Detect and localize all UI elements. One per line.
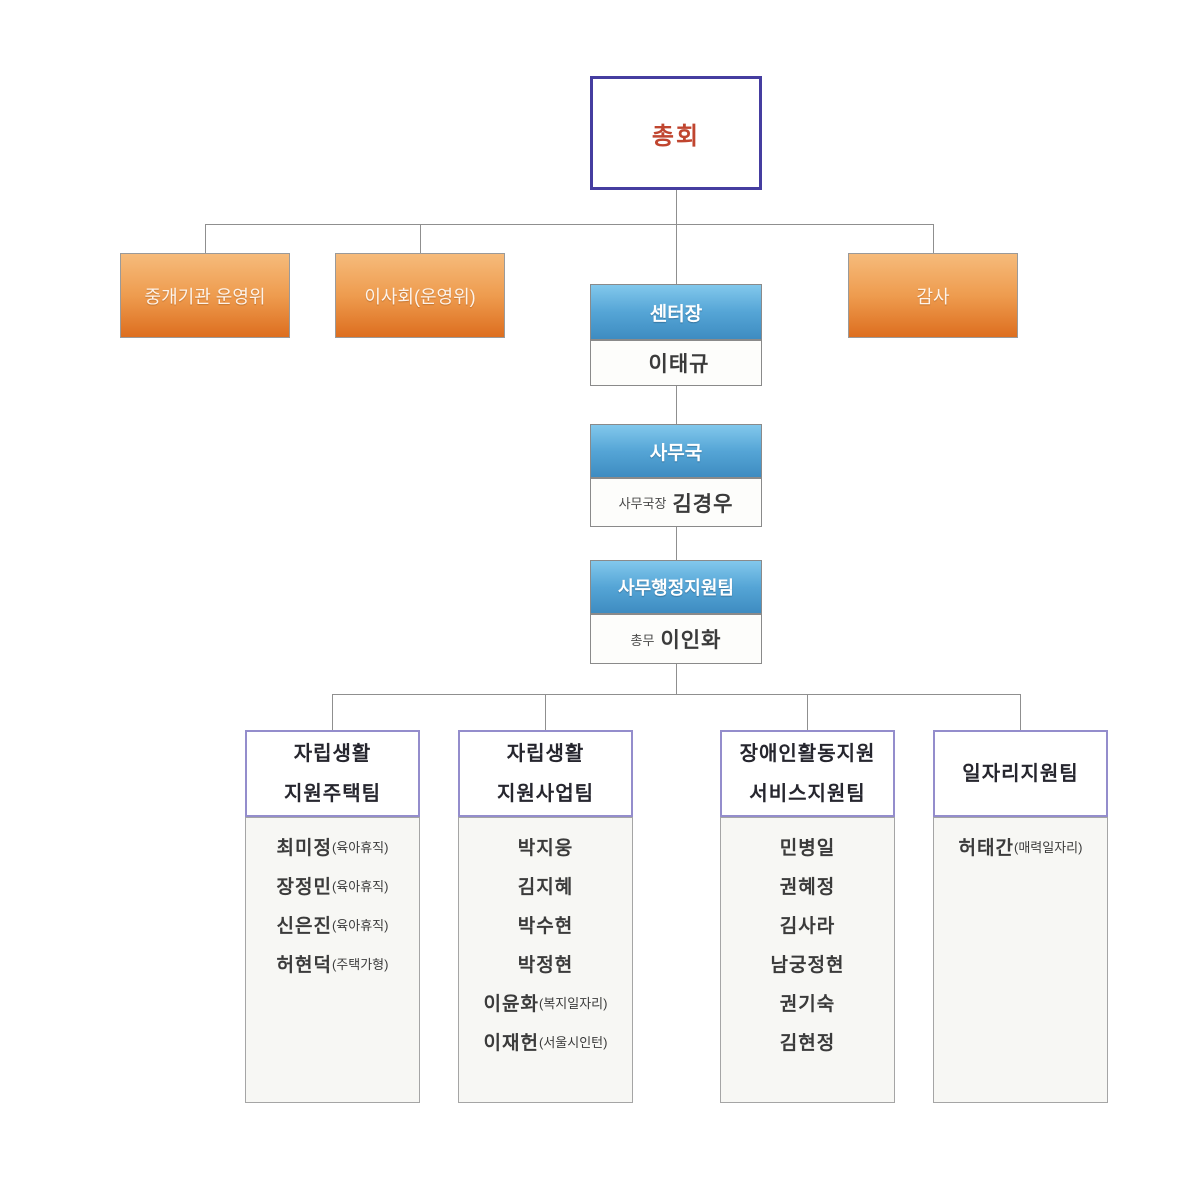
root-box-general-assembly: 총회 [590,76,762,190]
member-row: 이재헌 (서울시인턴) [459,1022,632,1061]
member-row: 허현덕 (주택가형) [246,944,419,983]
committee-label: 이사회(운영위) [364,286,476,307]
connector-top-horizontal [205,224,934,225]
team-header-housing-support: 자립생활 지원주택팀 [245,730,420,817]
connector-drop-committee-2 [420,224,421,253]
connector-bottom-horizontal [332,694,1021,695]
chain-role: 사무국장 [618,496,667,511]
member-row: 남궁정현 [721,944,894,983]
member-note: (복지일자리) [538,996,608,1011]
chain-name-box-secretariat: 사무국장 김경우 [590,478,762,527]
member-note: (서울시인턴) [538,1035,608,1050]
committee-label: 감사 [916,286,950,307]
team-title-line: 서비스지원팀 [749,782,866,805]
committee-label: 중개기관 운영위 [144,286,266,307]
member-name: 박정현 [517,955,574,976]
member-note: (육아휴직) [331,879,389,894]
member-name: 남궁정현 [770,955,845,976]
chain-header-center-director: 센터장 [590,284,762,340]
member-note: (육아휴직) [331,840,389,855]
member-name: 최미정 [276,838,332,859]
team-header-activity-support-service: 장애인활동지원 서비스지원팀 [720,730,895,817]
member-name: 허현덕 [276,955,332,976]
team-members-housing-support: 최미정 (육아휴직) 장정민 (육아휴직) 신은진 (육아휴직) 허현덕 (주택… [245,817,420,1103]
member-row: 허태간 (매력일자리) [934,827,1107,866]
member-name: 박수현 [517,916,574,937]
connector-drop-team-3 [807,694,808,730]
team-header-job-support: 일자리지원팀 [933,730,1108,817]
member-name: 허태간 [958,838,1014,859]
connector-drop-committee-1 [205,224,206,253]
member-name: 신은진 [276,916,332,937]
member-row: 박정현 [459,944,632,983]
connector-root-vertical [676,190,677,284]
chain-role: 총무 [630,632,655,648]
team-title-line: 자립생활 [506,742,585,765]
chain-title: 센터장 [649,303,703,325]
member-name: 박지웅 [517,838,574,859]
member-row: 신은진 (육아휴직) [246,905,419,944]
committee-box-board: 이사회(운영위) [335,253,505,338]
team-title-line: 일자리지원팀 [962,762,1079,785]
member-row: 박지웅 [459,827,632,866]
member-row: 김현정 [721,1022,894,1061]
member-name: 김지혜 [517,877,574,898]
team-title-line: 지원주택팀 [284,782,381,805]
chain-header-admin-support-team: 사무행정지원팀 [590,560,762,614]
team-members-job-support: 허태간 (매력일자리) [933,817,1108,1103]
chain-name-box-center-director: 이태규 [590,340,762,386]
member-row: 최미정 (육아휴직) [246,827,419,866]
member-row: 박수현 [459,905,632,944]
member-name: 민병일 [779,838,836,859]
member-row: 김지혜 [459,866,632,905]
member-row: 권혜정 [721,866,894,905]
chain-person: 이인화 [660,629,722,652]
member-name: 권기숙 [779,994,836,1015]
chain-title: 사무국 [649,442,703,464]
member-name: 이재헌 [483,1033,539,1054]
committee-box-operating-committee: 중개기관 운영위 [120,253,290,338]
member-note: (육아휴직) [331,918,389,933]
member-note: (주택가형) [331,957,389,972]
member-name: 장정민 [276,877,332,898]
chain-person: 이태규 [648,353,710,376]
connector-chain-1 [676,386,677,424]
member-name: 김사라 [779,916,836,937]
connector-drop-team-2 [545,694,546,730]
member-name: 이윤화 [483,994,539,1015]
connector-drop-team-4 [1020,694,1021,730]
chain-header-secretariat: 사무국 [590,424,762,478]
member-note: (매력일자리) [1013,840,1083,855]
root-label: 총회 [651,122,701,150]
team-title-line: 자립생활 [293,742,372,765]
member-row: 장정민 (육아휴직) [246,866,419,905]
connector-drop-committee-3 [933,224,934,253]
chain-person: 김경우 [672,492,734,516]
team-header-support-project: 자립생활 지원사업팀 [458,730,633,817]
connector-chain-2 [676,527,677,560]
member-name: 김현정 [779,1033,836,1054]
committee-box-auditor: 감사 [848,253,1018,338]
team-title-line: 장애인활동지원 [739,742,876,765]
member-row: 권기숙 [721,983,894,1022]
team-members-activity-support-service: 민병일 권혜정 김사라 남궁정현 권기숙 김현정 [720,817,895,1103]
chain-name-box-admin-support-team: 총무 이인화 [590,614,762,664]
member-row: 이윤화 (복지일자리) [459,983,632,1022]
team-title-line: 지원사업팀 [497,782,594,805]
member-row: 민병일 [721,827,894,866]
team-members-support-project: 박지웅 김지혜 박수현 박정현 이윤화 (복지일자리) 이재헌 (서울시인턴) [458,817,633,1103]
member-row: 김사라 [721,905,894,944]
connector-drop-team-1 [332,694,333,730]
connector-chain-3 [676,664,677,694]
chain-title: 사무행정지원팀 [618,578,734,598]
member-name: 권혜정 [779,877,836,898]
